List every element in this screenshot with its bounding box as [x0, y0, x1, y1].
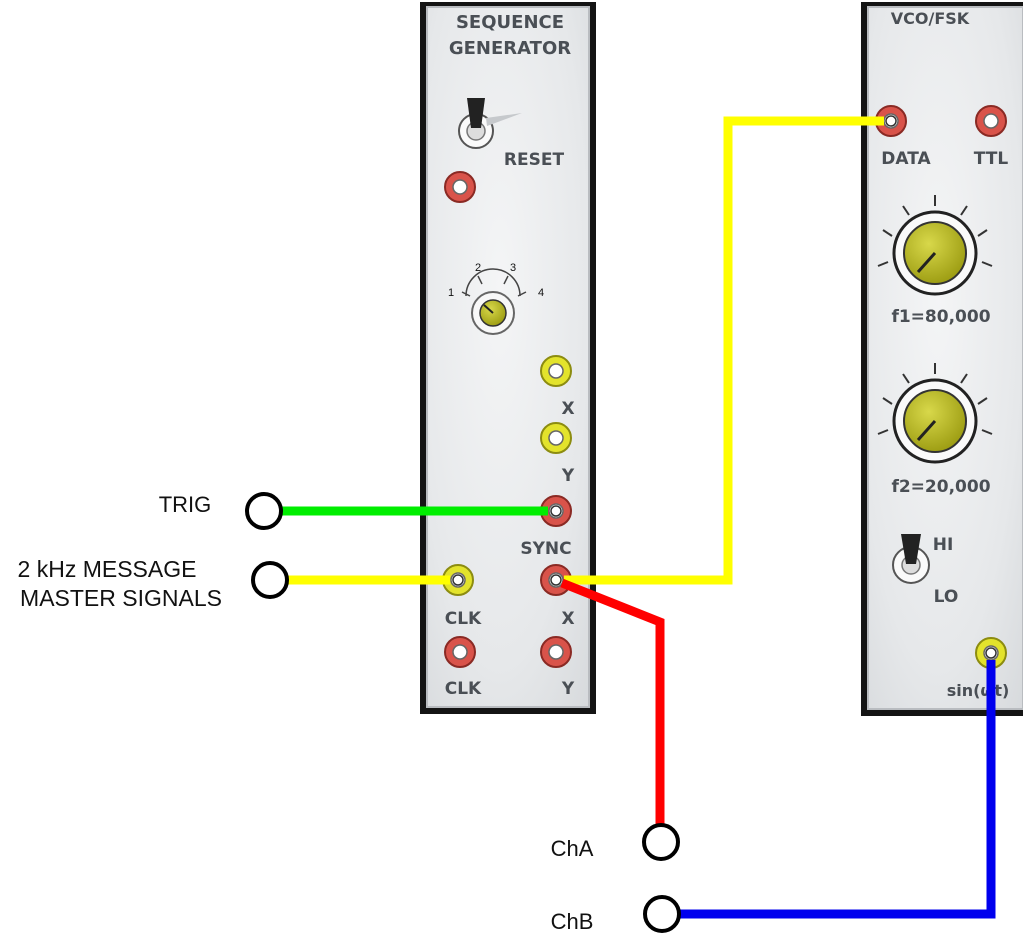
sequence-title-line2: GENERATOR: [449, 38, 571, 59]
x-plug: [550, 574, 562, 586]
y-output-socket-1[interactable]: [540, 422, 572, 454]
patch-wires: [282, 116, 996, 919]
data-wire: [564, 116, 884, 585]
sync-label: SYNC: [520, 539, 571, 559]
message-terminal[interactable]: [251, 561, 289, 599]
vco-title: VCO/FSK: [891, 9, 970, 28]
selector-tick-4: 4: [538, 287, 544, 299]
y-label-2: Y: [561, 679, 575, 699]
f2-label: f2=20,000: [891, 477, 990, 497]
clk-label-1: CLK: [445, 609, 482, 629]
cha-terminal[interactable]: [642, 823, 680, 861]
data-plug: [885, 115, 897, 127]
hi-label: HI: [933, 535, 954, 555]
f1-label: f1=80,000: [891, 307, 990, 327]
f2-frequency-knob[interactable]: [877, 363, 993, 464]
reset-label: RESET: [504, 150, 565, 170]
clk-label-2: CLK: [445, 679, 482, 699]
clk-plug: [452, 574, 464, 586]
lo-label: LO: [934, 587, 959, 607]
trig-terminal[interactable]: [245, 492, 283, 530]
reset-toggle-switch[interactable]: [458, 98, 522, 149]
selector-tick-1: 1: [448, 287, 454, 299]
y-label-1: Y: [561, 466, 575, 486]
x-label-1: X: [561, 399, 574, 419]
trig-label: TRIG: [159, 492, 212, 517]
clk-socket-2[interactable]: [444, 636, 476, 668]
x-label-2: X: [561, 609, 574, 629]
y-output-socket-2[interactable]: [540, 636, 572, 668]
reset-socket[interactable]: [444, 171, 476, 203]
chb-label: ChB: [551, 909, 594, 934]
hi-lo-toggle-switch[interactable]: [892, 534, 930, 584]
x-output-socket-1[interactable]: [540, 355, 572, 387]
message-label-line2: MASTER SIGNALS: [20, 585, 222, 611]
chb-wire: [680, 660, 996, 919]
cha-wire: [560, 578, 665, 826]
sequence-generator-panel: SEQUENCE GENERATOR RESET 1 2 3: [420, 2, 596, 714]
f1-frequency-knob[interactable]: [877, 195, 993, 296]
message-label-line1: 2 kHz MESSAGE: [18, 556, 197, 582]
cha-label: ChA: [551, 836, 594, 861]
ttl-socket[interactable]: [975, 105, 1007, 137]
sync-plug: [550, 505, 562, 517]
sine-plug: [985, 647, 997, 659]
ttl-label: TTL: [974, 149, 1009, 169]
selector-tick-2: 2: [475, 262, 481, 274]
vco-fsk-panel: VCO/FSK DATA TTL f1=80,00: [861, 2, 1023, 716]
selector-tick-3: 3: [510, 262, 516, 274]
sine-output-label: sin(ωt): [947, 681, 1010, 700]
sequence-title-line1: SEQUENCE: [456, 12, 564, 33]
sequence-length-selector[interactable]: [461, 268, 527, 335]
data-label: DATA: [881, 149, 931, 169]
chb-terminal[interactable]: [643, 895, 681, 933]
